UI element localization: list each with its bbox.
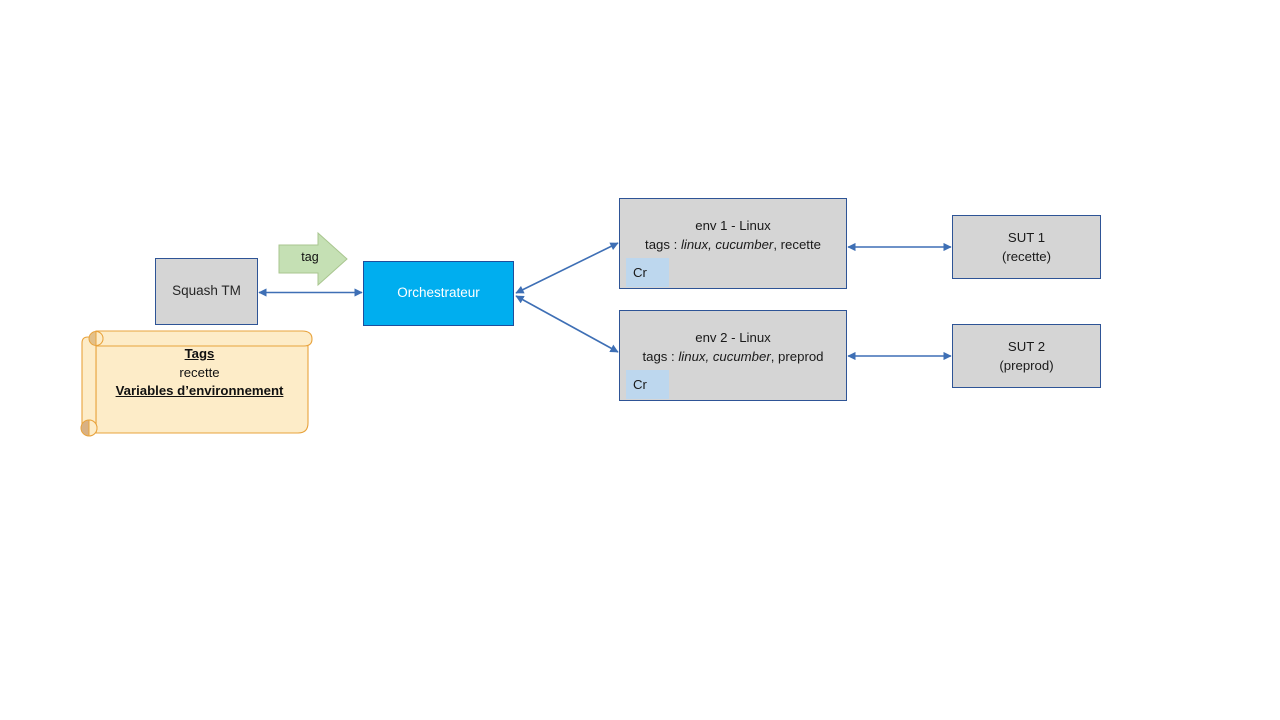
orchestrateur-label: Orchestrateur (397, 285, 480, 301)
env-1-tags-prefix: tags : (645, 236, 681, 252)
node-env-2[interactable]: env 2 - Linux tags : linux, cucumber, pr… (619, 310, 847, 401)
env-2-tags-rest: , preprod (770, 348, 824, 364)
env-2-cr-badge[interactable]: Cr (626, 370, 669, 399)
tag-block-arrow (278, 231, 348, 287)
env-1-tags: tags : linux, cucumber, recette (620, 235, 846, 254)
note-value: recette (179, 364, 220, 380)
note-scroll-shape (80, 330, 313, 437)
note-heading: Tags (184, 346, 215, 361)
sut-2-sublabel: (preprod) (999, 358, 1054, 373)
node-env-1[interactable]: env 1 - Linux tags : linux, cucumber, re… (619, 198, 847, 289)
note-content: Tags recette Variables d’environnement (97, 345, 302, 401)
node-squash-tm[interactable]: Squash TM (155, 258, 258, 325)
squash-tm-label: Squash TM (172, 283, 241, 299)
env-1-cr-badge-label: Cr (633, 265, 647, 280)
sut-1-sublabel: (recette) (1001, 249, 1052, 264)
node-sut-1[interactable]: SUT 1 (recette) (952, 215, 1101, 279)
env-1-title: env 1 - Linux (695, 218, 771, 233)
env-2-title: env 2 - Linux (695, 330, 771, 345)
env-1-tags-italic: linux, cucumber (680, 236, 774, 252)
tag-arrow-label: tag (301, 250, 319, 264)
node-sut-2[interactable]: SUT 2 (preprod) (952, 324, 1101, 388)
env-1-cr-badge[interactable]: Cr (626, 258, 669, 287)
env-2-tags: tags : linux, cucumber, preprod (620, 347, 846, 366)
env-2-tags-italic: linux, cucumber (678, 348, 771, 364)
sut-2-label: SUT 2 (1007, 338, 1046, 354)
sut-1-label: SUT 1 (1007, 229, 1046, 245)
note-subheading: Variables d’environnement (115, 383, 284, 399)
connector-orchestrateur-env1 (515, 242, 619, 294)
node-orchestrateur[interactable]: Orchestrateur (363, 261, 514, 326)
connector-orchestrateur-env2 (515, 295, 619, 353)
env-2-cr-badge-label: Cr (633, 377, 647, 392)
env-2-tags-prefix: tags : (642, 348, 679, 364)
env-1-tags-rest: , recette (773, 236, 821, 252)
